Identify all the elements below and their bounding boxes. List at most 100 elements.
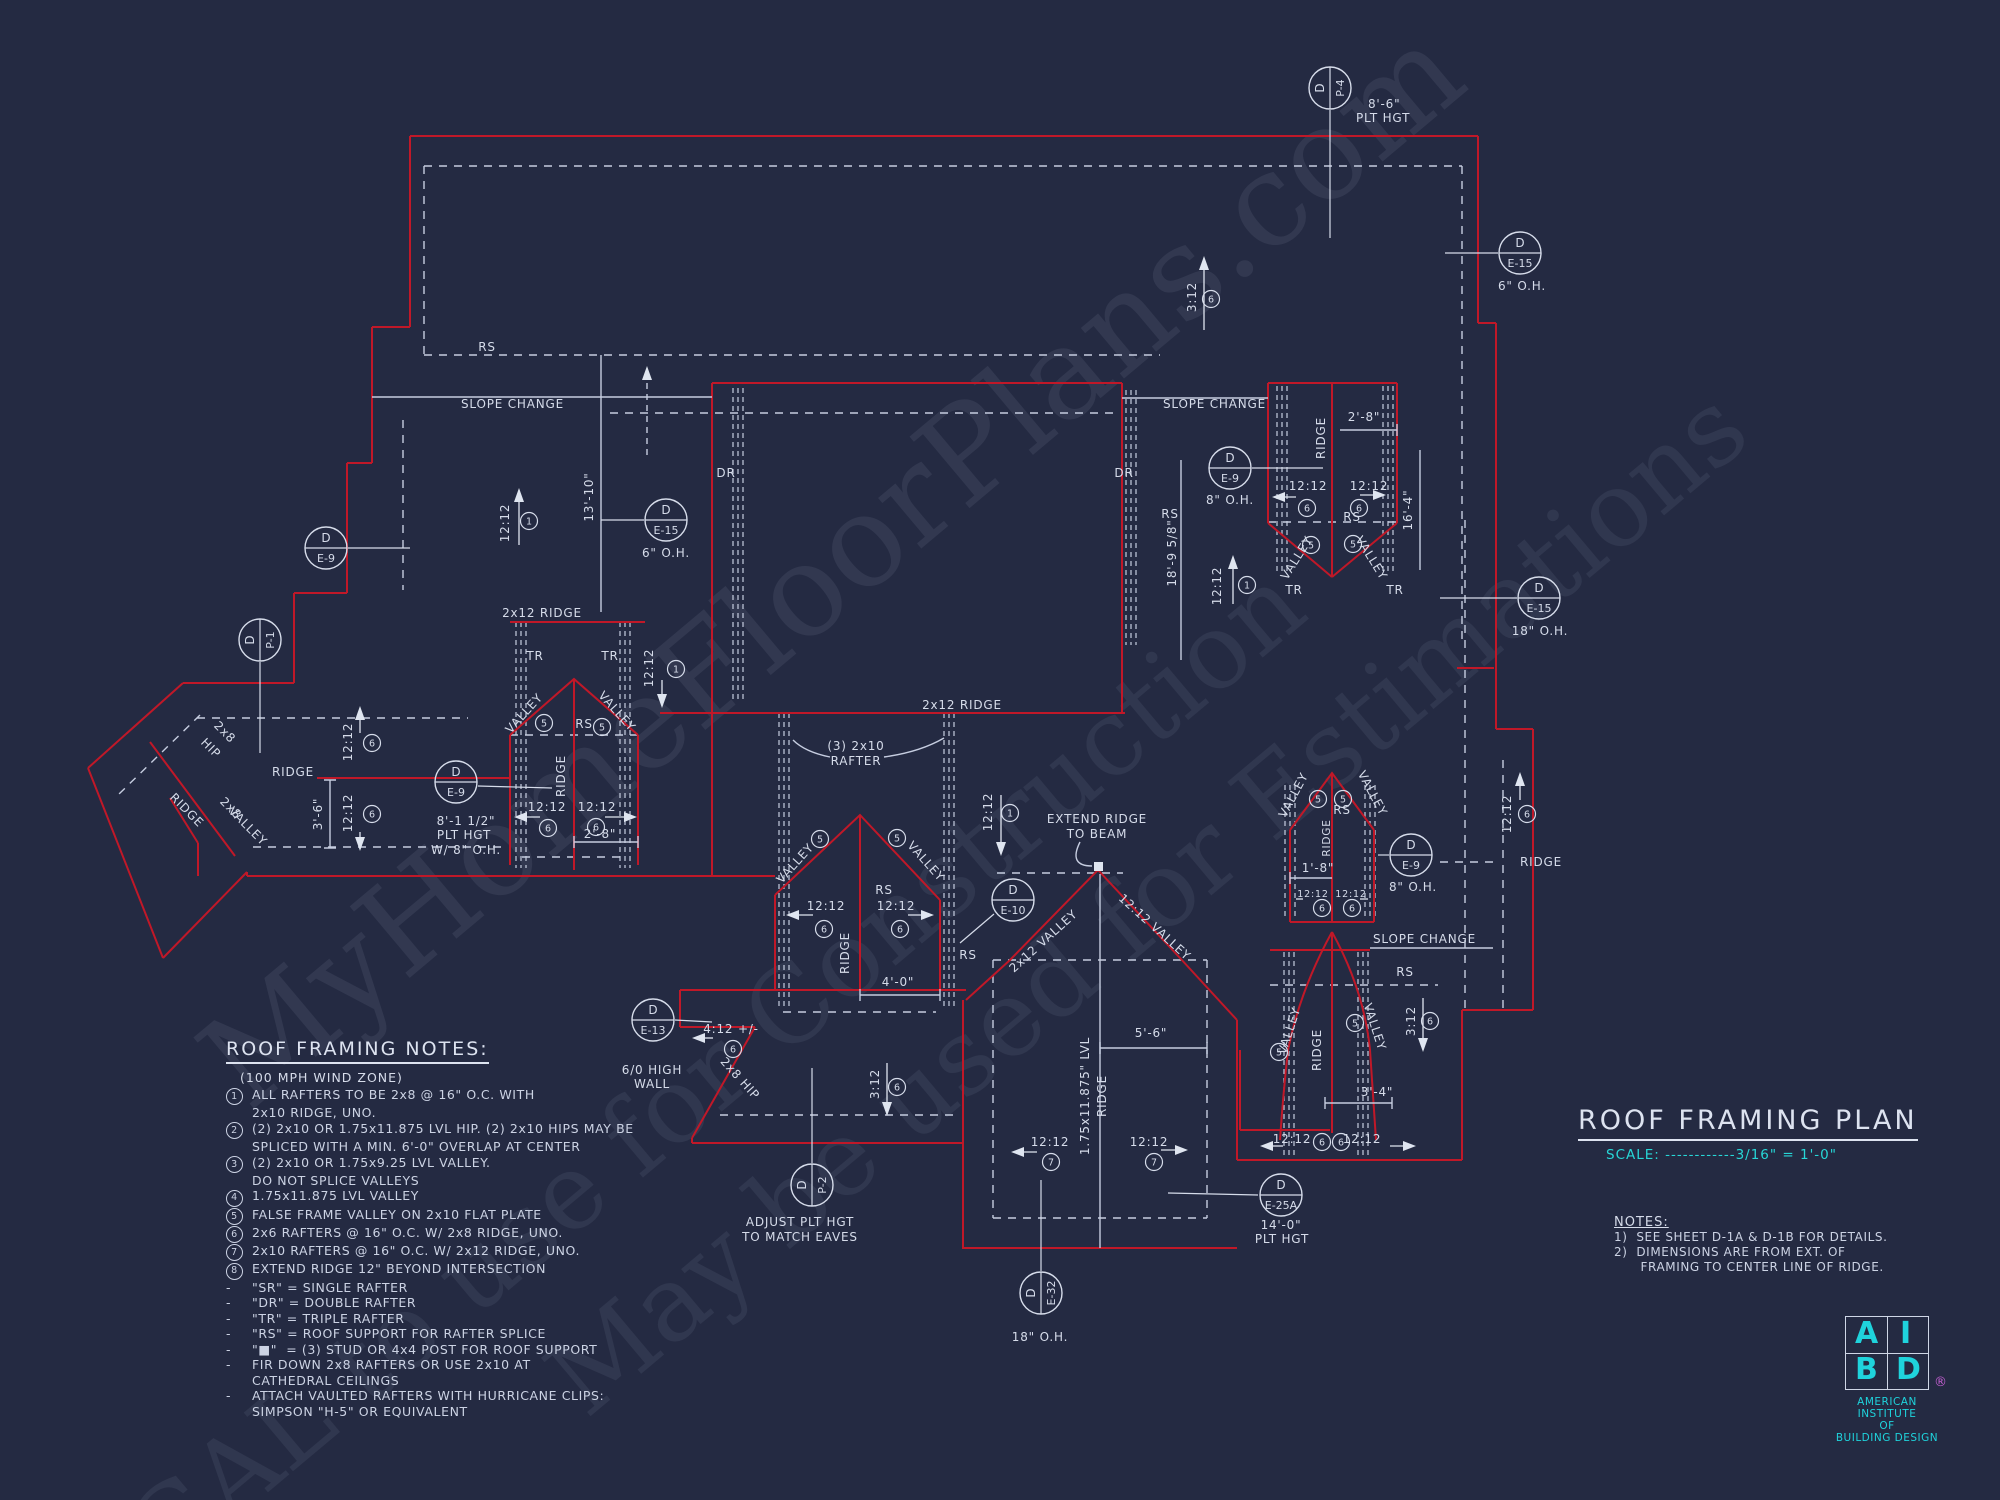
keynote-badge-circle xyxy=(592,717,612,737)
note-row: 3(2) 2x10 OR 1.75x9.25 LVL VALLEY. xyxy=(226,1155,696,1173)
roof-support-post-symbol xyxy=(1094,862,1103,871)
callout-detail-id: E-15 xyxy=(1508,257,1533,270)
keynote-badge-circle xyxy=(1301,535,1321,555)
plan-label: 12:12 xyxy=(1350,479,1389,493)
callout-note: PLT HGT xyxy=(1255,1232,1309,1246)
callout-note: W/ 8" O.H. xyxy=(431,843,501,857)
callout-sheet-letter: D xyxy=(661,503,670,517)
logo-letter-a: A xyxy=(1855,1316,1879,1351)
keynote-badge-circle xyxy=(1308,789,1328,809)
aibd-logo-text: AMERICAN INSTITUTE OF BUILDING DESIGN xyxy=(1827,1396,1995,1444)
keynote-badge-circle xyxy=(538,818,558,838)
plan-label: 12:12 xyxy=(578,800,617,814)
keynote-badge-circle xyxy=(1269,1042,1289,1062)
callout-detail-id: E-15 xyxy=(1527,602,1552,615)
plan-label: 3:12 xyxy=(1185,282,1199,312)
keynote-badge-circle xyxy=(1342,898,1362,918)
plan-label: RIDGE xyxy=(1520,855,1562,869)
note-row: -"TR" = TRIPLE RAFTER xyxy=(226,1310,405,1326)
watermark-text: May be used for Estimations xyxy=(524,366,1770,1439)
plan-label: 12:12 xyxy=(341,794,355,833)
plan-label: RS xyxy=(1161,507,1179,521)
aibd-logo-box: A I B D ® xyxy=(1845,1316,1947,1390)
callout-sheet-letter: D xyxy=(1008,883,1017,897)
plan-label: TR xyxy=(600,649,618,663)
plan-label: 12:12 xyxy=(1343,1132,1382,1146)
keynote-badge-number: 6 xyxy=(1304,504,1310,515)
callout-note: TO MATCH EAVES xyxy=(741,1230,858,1244)
note-row: -"SR" = SINGLE RAFTER xyxy=(226,1279,408,1295)
plan-label: 2'-8" xyxy=(584,827,616,841)
plan-label: TR xyxy=(1284,583,1302,597)
plan-label: 12:12 xyxy=(1297,889,1328,900)
logo-letter-b: B xyxy=(1855,1352,1878,1387)
keynote-badge-circle xyxy=(723,1039,743,1059)
keynote-badge-circle xyxy=(586,817,606,837)
keynote-badge-circle xyxy=(810,829,830,849)
callout-note: 6" O.H. xyxy=(642,546,690,560)
plan-label: DR xyxy=(1114,466,1133,480)
plan-label: RIDGE xyxy=(1314,417,1328,459)
keynote-badge-number: 6 xyxy=(897,925,903,936)
plan-label: 12:12 xyxy=(981,793,995,832)
detail-callout-e-25a: DE-25A xyxy=(1259,1173,1303,1217)
keynote-badge-circle xyxy=(887,1077,907,1097)
notes-block-title: ROOF FRAMING NOTES: xyxy=(226,1038,489,1064)
keynote-badge-number: 6 xyxy=(369,810,375,821)
plan-label: HIP xyxy=(198,735,224,761)
keynote-badge-number: 6 xyxy=(1319,904,1325,915)
plan-label: RIDGE xyxy=(554,755,568,797)
title-block-note: 2) DIMENSIONS ARE FROM EXT. OF xyxy=(1614,1245,1846,1259)
plan-label: 18'-9 5/8" xyxy=(1165,519,1179,586)
logo-letter-d: D xyxy=(1896,1352,1921,1387)
keynote-badge-number: 1 xyxy=(1244,581,1250,592)
logo-letter-i: I xyxy=(1900,1316,1912,1351)
callout-detail-id: E-15 xyxy=(654,524,679,537)
plan-label: 12:12 xyxy=(1500,795,1514,834)
keynote-badge-circle xyxy=(1000,803,1020,823)
detail-callout-e-15: DE-15 xyxy=(1498,231,1542,275)
note-row: 2x10 RIDGE, UNO. xyxy=(252,1105,377,1121)
keynote-badge-number: 5 xyxy=(1276,1048,1282,1059)
plan-label: TR xyxy=(525,649,543,663)
title-block-notes-title: NOTES: xyxy=(1614,1215,1669,1230)
callout-sheet-letter: D xyxy=(1313,83,1327,92)
note-row: -ATTACH VAULTED RAFTERS WITH HURRICANE C… xyxy=(226,1388,605,1403)
note-row: -"■" = (3) STUD OR 4x4 POST FOR ROOF SUP… xyxy=(226,1341,598,1357)
plan-label: TR xyxy=(1385,583,1403,597)
plan-label: 3:12 xyxy=(868,1069,882,1099)
callout-detail-id: E-9 xyxy=(1402,859,1420,872)
keynote-badge-number: 6 xyxy=(1319,1138,1325,1149)
callout-detail-id: E-25A xyxy=(1265,1199,1298,1212)
plan-label: RS xyxy=(875,883,893,897)
callout-sheet-letter: D xyxy=(795,1180,809,1189)
plan-label: 2'-8" xyxy=(1348,410,1380,424)
aibd-logo: A I B D ® AMERICAN INSTITUTE OF BUILDING… xyxy=(1836,1316,1995,1444)
callout-note: ADJUST PLT HGT xyxy=(746,1215,854,1229)
scale-label: SCALE: ------------3/16" = 1'-0" xyxy=(1606,1147,1837,1163)
note-row: SPLICED WITH A MIN. 6'-0" OVERLAP AT CEN… xyxy=(252,1139,581,1154)
plan-label: 4:12 +/- xyxy=(703,1022,759,1036)
keynote-badge-circle xyxy=(887,828,907,848)
keynote-badge-number: 6 xyxy=(821,925,827,936)
keynote-badge-number: 1 xyxy=(526,517,532,528)
title-block-notes-list: 1) SEE SHEET D-1A & D-1B FOR DETAILS.2) … xyxy=(1614,1230,1978,1275)
callout-note: 8" O.H. xyxy=(1206,493,1254,507)
plan-label: 13'-10" xyxy=(582,472,596,521)
callout-note: 6" O.H. xyxy=(1498,279,1546,293)
plan-label: 16'-4" xyxy=(1401,490,1415,531)
keynote-badge-circle xyxy=(1331,1132,1351,1152)
keynote-badge-number: 5 xyxy=(1350,540,1356,551)
logo-line-2: OF xyxy=(1879,1420,1895,1432)
keynote-badge-circle xyxy=(1343,534,1363,554)
plan-label: RS xyxy=(1343,510,1361,524)
registered-mark: ® xyxy=(1934,1375,1947,1390)
note-row: SIMPSON "H-5" OR EQUIVALENT xyxy=(252,1403,468,1419)
plan-label: 12:12 xyxy=(807,899,846,913)
